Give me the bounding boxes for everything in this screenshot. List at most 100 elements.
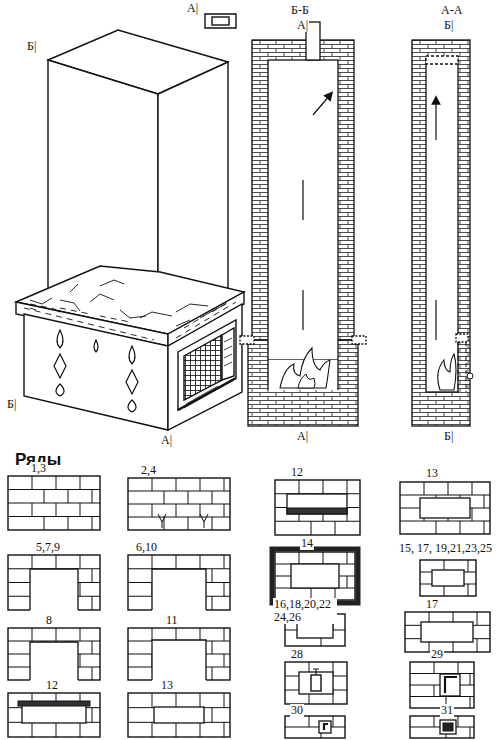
plan-stroke bbox=[176, 555, 177, 569]
plan-stroke bbox=[164, 491, 165, 504]
section-label: А| bbox=[296, 430, 309, 443]
section-label: Б| bbox=[6, 398, 17, 411]
section-label: А| bbox=[186, 2, 199, 15]
plan-stroke bbox=[8, 693, 100, 737]
plan-stroke bbox=[287, 494, 347, 514]
row-plan bbox=[128, 478, 230, 530]
plan-stroke bbox=[176, 722, 177, 737]
section-bb bbox=[240, 22, 366, 426]
row-label: 17 bbox=[425, 598, 439, 611]
plan-stroke bbox=[275, 480, 360, 535]
plan-stroke bbox=[347, 576, 348, 588]
plan-stroke bbox=[56, 628, 57, 641]
section-label: Б| bbox=[26, 40, 37, 53]
plan-stroke bbox=[152, 693, 153, 708]
plan-stroke bbox=[92, 517, 93, 531]
plan-stroke bbox=[176, 628, 177, 641]
plan-stroke bbox=[8, 555, 100, 610]
plan-stroke bbox=[421, 622, 473, 642]
plan-stroke bbox=[188, 517, 189, 530]
plan-stroke bbox=[311, 675, 321, 691]
plan-stroke bbox=[158, 514, 208, 528]
plan-stroke bbox=[68, 517, 69, 531]
plan-stroke bbox=[297, 622, 333, 638]
plan-stroke bbox=[224, 478, 225, 491]
plan-stroke bbox=[152, 478, 153, 491]
row-plan bbox=[128, 628, 230, 681]
plan-stroke bbox=[324, 724, 328, 730]
plan-stroke bbox=[470, 697, 471, 709]
plan-stroke bbox=[92, 641, 93, 654]
plan-stroke bbox=[32, 722, 33, 737]
plan-stroke bbox=[44, 517, 45, 531]
plan-stroke bbox=[420, 560, 476, 596]
plan-stroke bbox=[434, 716, 435, 727]
plan-stroke bbox=[309, 716, 310, 727]
row-label: 5,7,9 bbox=[35, 541, 61, 554]
plan-stroke bbox=[468, 560, 469, 572]
row-label: 16,18,20,22 24,26 bbox=[273, 598, 337, 624]
plan-stroke bbox=[152, 640, 206, 681]
plan-stroke bbox=[56, 722, 57, 737]
plan-stroke bbox=[30, 642, 78, 681]
plan-stroke bbox=[128, 491, 230, 492]
plan-stroke bbox=[176, 478, 177, 491]
plan-stroke bbox=[200, 478, 201, 491]
row-label: 30 bbox=[290, 704, 304, 717]
row-plan bbox=[285, 662, 347, 704]
plan-stroke bbox=[224, 583, 225, 597]
plan-stroke bbox=[200, 693, 201, 708]
plan-stroke bbox=[8, 476, 100, 530]
plan-stroke bbox=[434, 685, 435, 697]
plan-stroke bbox=[92, 708, 93, 723]
plan-stroke bbox=[80, 555, 81, 569]
plan-stroke bbox=[212, 667, 213, 680]
plan-stroke bbox=[420, 498, 470, 518]
row-plan bbox=[128, 693, 230, 737]
row-label: 29 bbox=[430, 648, 444, 661]
plan-stroke bbox=[56, 503, 57, 517]
row-plan bbox=[8, 555, 100, 611]
row-label: 12 bbox=[290, 466, 304, 479]
plan-stroke bbox=[440, 720, 456, 734]
plan-stroke bbox=[299, 672, 333, 694]
section-label: Б-Б bbox=[290, 4, 310, 17]
plan-stroke bbox=[80, 503, 81, 517]
plan-stroke bbox=[176, 693, 177, 708]
row-label: 15, 17, 19,21,23,25 bbox=[398, 542, 493, 555]
plan-stroke bbox=[128, 478, 230, 530]
row-label: 6,10 bbox=[135, 541, 158, 554]
plan-stroke bbox=[313, 669, 319, 675]
plan-stroke bbox=[323, 480, 324, 494]
plan-stroke bbox=[80, 654, 81, 667]
row-plan bbox=[272, 549, 358, 603]
plan-stroke bbox=[200, 628, 201, 641]
plan-stroke bbox=[18, 701, 90, 706]
plan-stroke bbox=[484, 521, 485, 534]
plan-stroke bbox=[128, 517, 230, 518]
plan-stroke bbox=[30, 569, 78, 611]
row-plans bbox=[8, 476, 490, 738]
plan-stroke bbox=[347, 552, 348, 564]
plan-stroke bbox=[212, 517, 213, 530]
plan-stroke bbox=[285, 727, 345, 728]
plan-stroke bbox=[224, 504, 225, 517]
plan-stroke bbox=[80, 583, 81, 597]
plan-stroke bbox=[285, 662, 347, 704]
plan-stroke bbox=[470, 674, 471, 686]
plan-stroke bbox=[200, 722, 201, 737]
row-plan bbox=[410, 716, 474, 738]
isometric-view bbox=[16, 14, 244, 430]
plan-stroke bbox=[32, 628, 33, 641]
plan-stroke bbox=[128, 693, 230, 737]
plan-stroke bbox=[32, 503, 33, 517]
plan-stroke bbox=[448, 482, 449, 495]
plan-stroke bbox=[299, 552, 300, 564]
plan-stroke bbox=[458, 662, 459, 674]
plan-stroke bbox=[470, 727, 471, 738]
plan-stroke bbox=[128, 628, 230, 680]
plan-stroke bbox=[311, 521, 312, 535]
plan-stroke bbox=[272, 549, 358, 603]
